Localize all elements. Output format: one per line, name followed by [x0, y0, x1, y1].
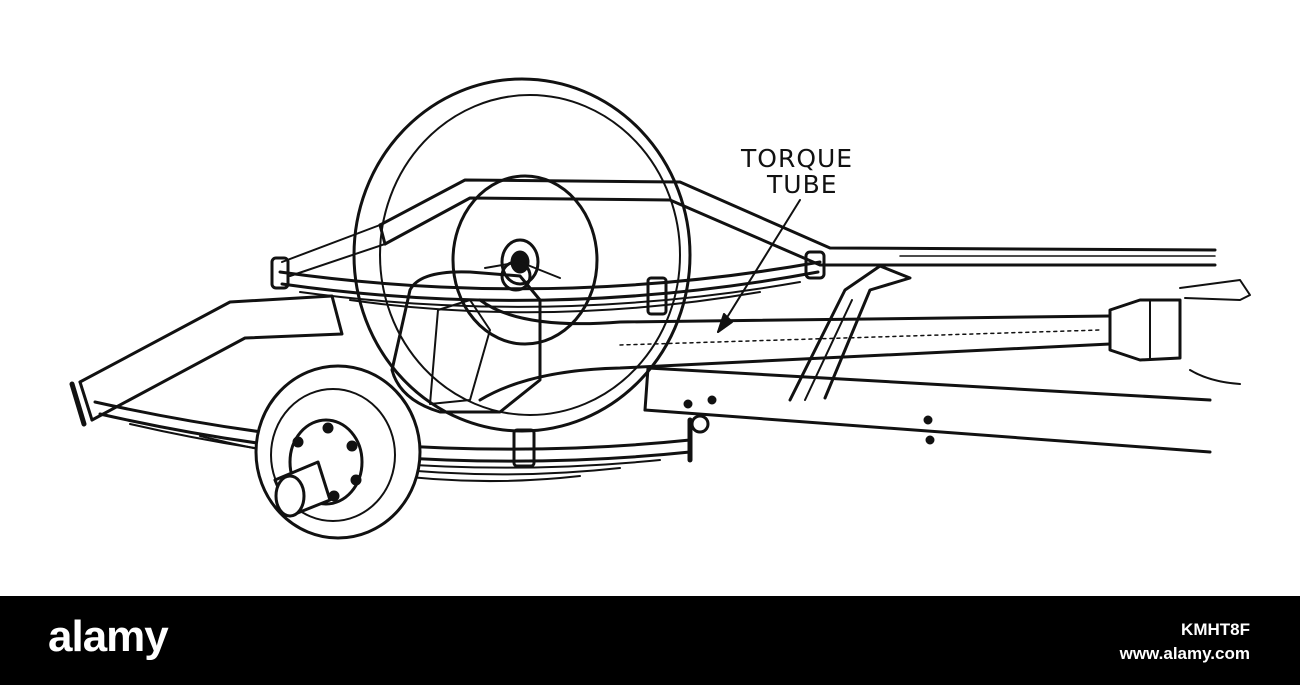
- cross-brace: [788, 264, 912, 402]
- brand-logo: alamy: [48, 612, 169, 661]
- watermark-bar: alamy KMHT8F www.alamy.com: [0, 596, 1300, 685]
- rear-axle-drawing: [69, 77, 1251, 540]
- differential-housing: [390, 260, 561, 414]
- rear-frame-horn: [69, 294, 344, 427]
- upper-frame-rail: [281, 178, 1217, 277]
- torque-label-line-1: TORQUE: [741, 144, 854, 173]
- near-brake-drum: [254, 364, 422, 540]
- chassis-illustration: TORQUE TUBE: [69, 77, 1251, 540]
- label-arrow: [717, 199, 801, 333]
- far-rear-wheel: [352, 77, 692, 433]
- site-url: www.alamy.com: [1119, 644, 1250, 663]
- lower-frame-rail: [643, 366, 1212, 454]
- image-id: KMHT8F: [1181, 620, 1250, 639]
- torque-tube: [478, 279, 1251, 402]
- torque-label-line-2: TUBE: [767, 170, 838, 199]
- far-leaf-spring: [270, 250, 826, 316]
